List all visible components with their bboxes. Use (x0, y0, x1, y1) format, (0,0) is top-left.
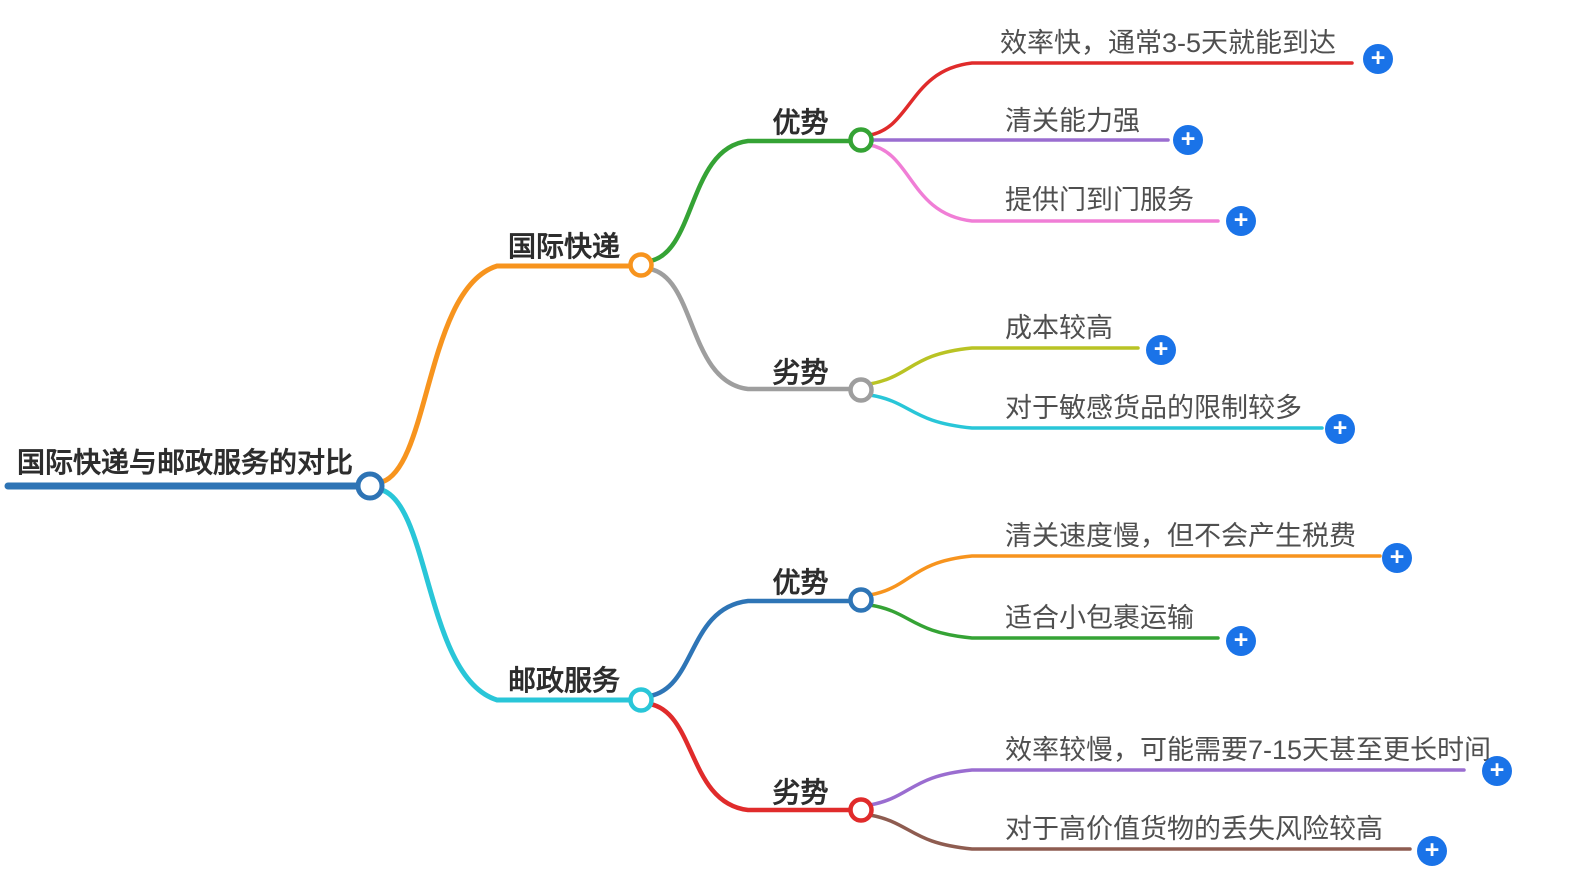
plus-icon: + (1332, 413, 1348, 442)
node-handle-intl-disadvantages[interactable] (848, 377, 874, 403)
link-intl-disadvantages (647, 266, 854, 392)
link-leaf-restrictions (868, 393, 1324, 430)
link-leaf-slow-delivery (868, 768, 1466, 807)
link-leaf-no-tax (868, 554, 1382, 597)
plus-icon: + (1424, 835, 1440, 864)
leaf-label-customs-capability[interactable]: 清关能力强 (1005, 106, 1140, 136)
link-postal-advantages (647, 598, 854, 699)
node-label-postal-disadvantages[interactable]: 劣势 (772, 777, 829, 808)
add-node-button-fast-delivery[interactable]: + (1363, 44, 1393, 74)
node-handle-intl-express[interactable] (628, 252, 654, 278)
leaf-label-small-parcel[interactable]: 适合小包裹运输 (1005, 603, 1194, 633)
add-node-button-customs-capability[interactable]: + (1173, 125, 1203, 155)
leaf-label-high-cost[interactable]: 成本较高 (1005, 313, 1113, 343)
node-handle-postal-disadvantages[interactable] (848, 797, 874, 823)
add-node-button-small-parcel[interactable]: + (1226, 626, 1256, 656)
link-leaf-door-to-door (868, 143, 1220, 223)
add-node-button-no-tax[interactable]: + (1382, 543, 1412, 573)
node-handle-postal-advantages[interactable] (848, 587, 874, 613)
node-handle-postal-service[interactable] (628, 687, 654, 713)
link-leaf-loss-risk (868, 813, 1412, 851)
node-label-postal-service[interactable]: 邮政服务 (507, 665, 620, 696)
leaf-label-no-tax[interactable]: 清关速度慢，但不会产生税费 (1005, 521, 1356, 551)
plus-icon: + (1370, 43, 1386, 72)
plus-icon: + (1180, 124, 1196, 153)
plus-icon: + (1389, 542, 1405, 571)
node-label-intl-express[interactable]: 国际快递 (507, 231, 620, 262)
leaf-label-fast-delivery[interactable]: 效率快，通常3-5天就能到达 (1000, 28, 1337, 58)
node-label-postal-advantages[interactable]: 优势 (772, 567, 829, 598)
link-postal-disadvantages (647, 701, 854, 813)
link-leaf-small-parcel (868, 603, 1220, 640)
leaf-label-door-to-door[interactable]: 提供门到门服务 (1005, 185, 1194, 215)
link-intl-express (379, 263, 634, 485)
node-label-intl-disadvantages[interactable]: 劣势 (772, 357, 829, 388)
link-postal-service (379, 487, 634, 703)
plus-icon: + (1489, 755, 1505, 784)
add-node-button-high-cost[interactable]: + (1146, 335, 1176, 365)
node-label-intl-advantages[interactable]: 优势 (772, 107, 829, 138)
add-node-button-door-to-door[interactable]: + (1226, 206, 1256, 236)
add-node-button-slow-delivery[interactable]: + (1482, 756, 1512, 786)
link-leaf-high-cost (868, 346, 1140, 386)
link-intl-advantages (647, 138, 854, 264)
node-handle-root[interactable] (355, 471, 385, 501)
link-leaf-fast-delivery (868, 61, 1354, 137)
plus-icon: + (1233, 625, 1249, 654)
leaf-label-loss-risk[interactable]: 对于高价值货物的丢失风险较高 (1005, 814, 1383, 844)
leaf-label-slow-delivery[interactable]: 效率较慢，可能需要7-15天甚至更长时间 (1005, 735, 1492, 765)
plus-icon: + (1233, 205, 1249, 234)
node-handle-intl-advantages[interactable] (848, 127, 874, 153)
add-node-button-loss-risk[interactable]: + (1417, 836, 1447, 866)
root-node-label[interactable]: 国际快递与邮政服务的对比 (16, 447, 353, 478)
add-node-button-restrictions[interactable]: + (1325, 414, 1355, 444)
leaf-label-restrictions[interactable]: 对于敏感货品的限制较多 (1005, 393, 1302, 423)
plus-icon: + (1153, 334, 1169, 363)
